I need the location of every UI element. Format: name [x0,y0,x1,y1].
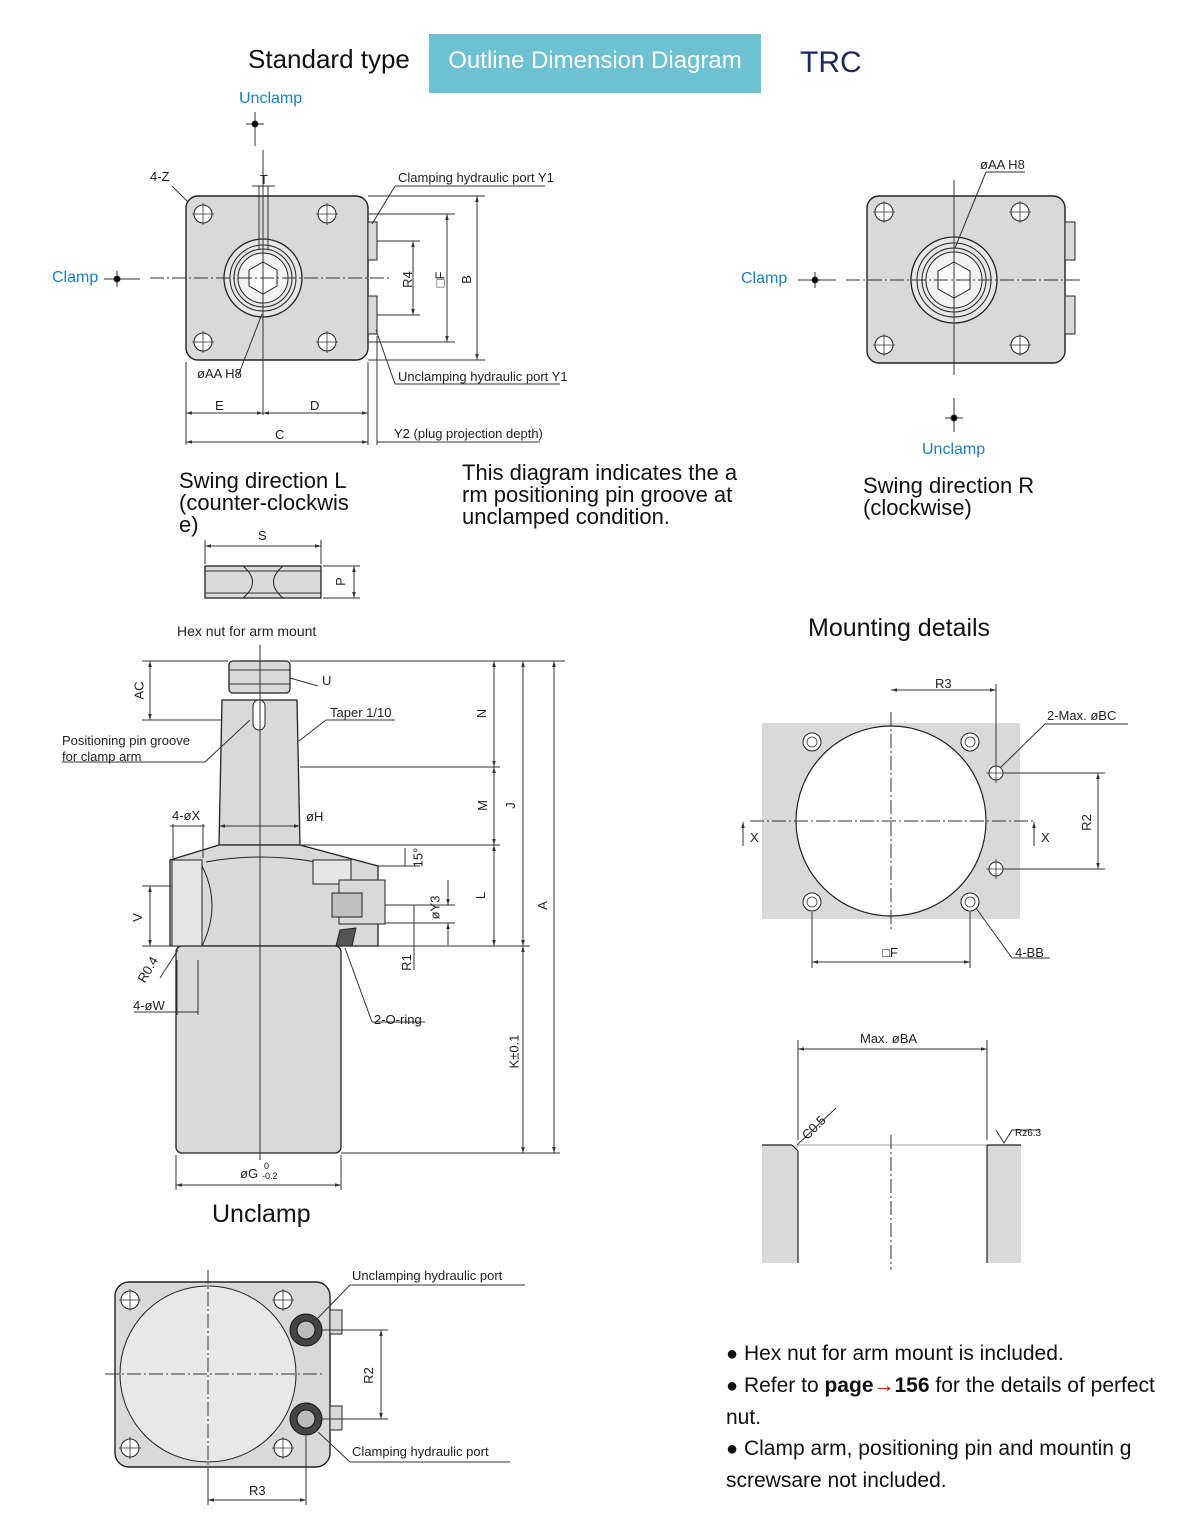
model-label: TRC [800,46,862,79]
aa-h8-label: øAA H8 [197,366,242,381]
bullet-icon: ● [726,1343,739,1365]
f-label: □F [432,271,448,288]
standard-type-label: Standard type [248,44,410,74]
clamp-port-label: Clamping hydraulic port [352,1444,489,1459]
e-label: E [215,398,224,413]
notes-block: ● Hex nut for arm mount is included. ● R… [726,1338,1166,1496]
pin-groove-label-1: Positioning pin groove [62,733,190,748]
bc-label: 2-Max. øBC [1047,708,1117,723]
g-tolerance-bottom: -0.2 [262,1171,278,1181]
v-label: V [129,913,145,922]
bottom-view-drawing [105,1270,525,1505]
clamp-label-left: Clamp [52,269,99,286]
clamp-label-right: Clamp [741,270,788,287]
m-label: M [474,800,490,811]
top-left-plan-view [104,112,560,445]
d-label: D [310,398,320,413]
page-link-text[interactable]: page [824,1374,874,1397]
hex-nut-drawing [204,540,360,599]
rz-label: Rz6.3 [1015,1128,1042,1139]
r3-label-bottom: R3 [249,1483,266,1498]
mounting-section-drawing [762,1040,1040,1270]
side-view-drawing [62,645,565,1190]
mounting-plan-drawing [741,684,1128,968]
r4-label: R4 [399,271,415,288]
outline-dimension-title: Outline Dimension Diagram [429,34,761,93]
a-label: A [534,901,550,910]
pin-groove-label-2: for clamp arm [62,749,142,764]
r3-label-mount: R3 [935,676,952,691]
unclamp-section-title: Unclamp [212,1200,311,1228]
j-label: J [502,802,518,809]
taper-label: Taper 1/10 [330,705,392,720]
bullet-icon: ● [726,1375,739,1397]
aa-h8-label-right: øAA H8 [980,157,1025,172]
x-label-left: X [750,830,759,845]
x4-label: 4-øX [172,808,201,823]
unclamp-port-label: Unclamping hydraulic port [352,1268,503,1283]
clamp-port-y1-label: Clamping hydraulic port Y1 [398,170,554,185]
f-label-mount: □F [882,945,898,960]
u-label: U [322,673,332,688]
note-3: ● Clamp arm, positioning pin and mountin… [726,1437,1132,1492]
s-label: S [258,528,267,543]
r1-label: R1 [398,954,414,971]
g-label: øG [240,1166,259,1181]
r2-label-bottom: R2 [360,1367,376,1384]
ba-label: Max. øBA [860,1031,918,1046]
b-label: B [458,275,474,284]
unclamp-label-top: Unclamp [239,90,303,107]
arrow-right-icon: → [873,1374,895,1397]
swing-direction-r-caption: Swing direction R (clockwise) [863,473,1035,520]
label-t: T [260,172,268,187]
hex-nut-title: Hex nut for arm mount [177,623,317,639]
r2-label-mount: R2 [1078,814,1094,831]
c-label: C [275,427,285,442]
g-tolerance-top: 0 [264,1161,270,1171]
label-4z: 4-Z [150,169,170,184]
unclamp-label-right: Unclamp [922,441,986,458]
bb-label: 4-BB [1015,945,1044,960]
k-label: K±0.1 [506,1034,522,1069]
y2-label: Y2 (plug projection depth) [394,426,543,441]
p-label: P [332,577,348,586]
15-degree-label: 15° [410,847,426,868]
w4-label: 4-øW [133,998,165,1013]
note-1: ● Hex nut for arm mount is included. [726,1342,1064,1365]
swing-direction-l-caption: Swing direction L (counter-clockwis e) [179,468,349,537]
center-note: This diagram indicates the a rm position… [462,460,738,529]
x-label-right: X [1041,830,1050,845]
top-right-plan-view [798,171,1080,432]
o-ring-label: 2-O-ring [374,1012,422,1027]
ac-label: AC [131,681,147,700]
y3-label: øY3 [427,895,443,920]
page-number[interactable]: 156 [894,1374,930,1397]
unclamp-port-y1-label: Unclamping hydraulic port Y1 [398,369,568,384]
bullet-icon: ● [726,1438,739,1460]
h-label: øH [306,809,324,824]
mounting-details-title: Mounting details [808,614,991,642]
n-label: N [474,708,490,719]
note-2: ● Refer to page→156 for the details of p… [726,1374,1155,1429]
l-label: L [473,891,489,900]
